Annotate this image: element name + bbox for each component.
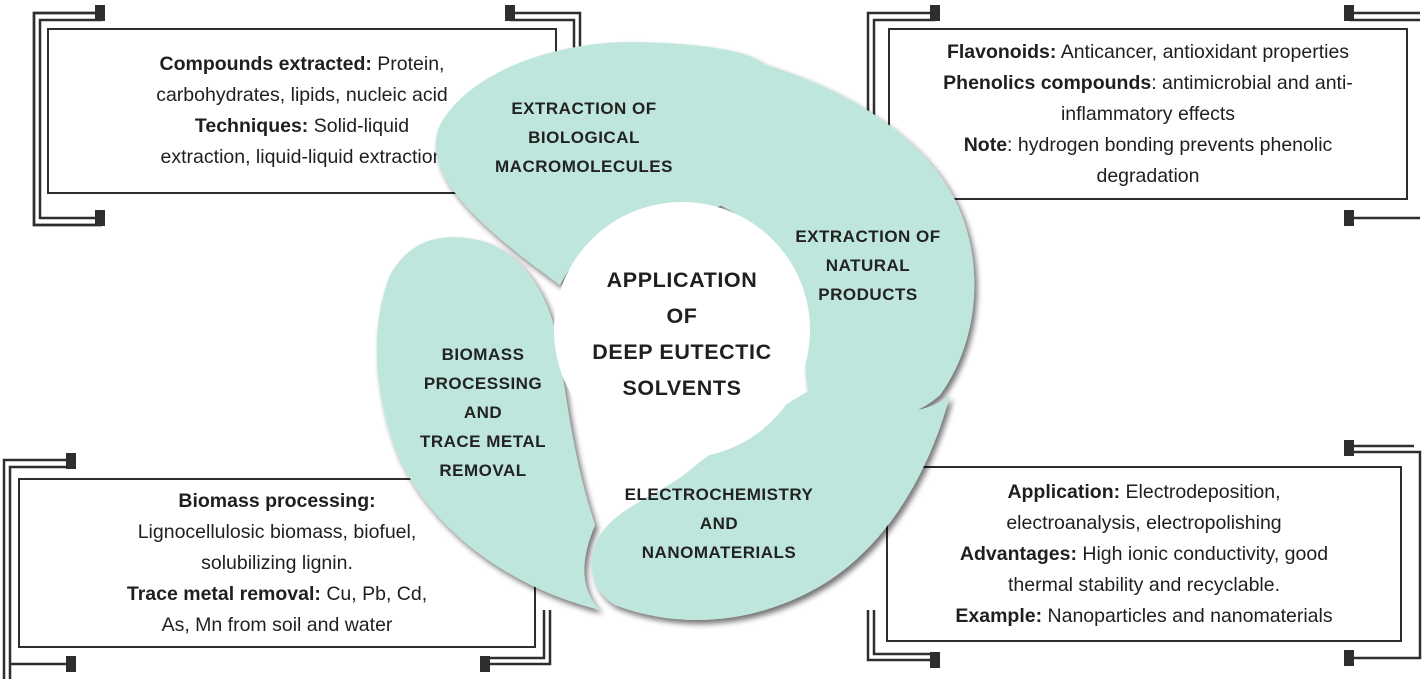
biomass-text: Lignocellulosic biomass, biofuel, <box>137 520 417 543</box>
advantages-text-cont: thermal stability and recyclable. <box>1007 573 1281 596</box>
petal-left <box>376 237 600 610</box>
phenolics-text: : antimicrobial and anti- <box>1151 71 1353 94</box>
application-text-cont: electroanalysis, electropolishing <box>1006 511 1282 534</box>
center-hub <box>554 202 810 458</box>
label-biomass-processing: BIOMASS PROCESSING AND TRACE METAL REMOV… <box>419 345 547 480</box>
box-electrochemistry: Application: Electrodeposition, electroa… <box>886 466 1402 642</box>
label-biological-macromolecules: EXTRACTION OF BIOLOGICAL MACROMOLECULES <box>495 99 673 176</box>
compounds-extracted-text: Protein, <box>371 53 445 75</box>
application-label: Application: <box>1007 480 1121 503</box>
center-title: APPLICATION OF DEEP EUTECTIC SOLVENTS <box>592 268 772 400</box>
compounds-extracted-label: Compounds extracted: <box>159 53 372 75</box>
techniques-text: Solid-liquid <box>308 115 410 137</box>
example-text: Nanoparticles and nanomaterials <box>1042 604 1333 627</box>
note-text: : hydrogen bonding prevents phenolic <box>1007 133 1333 156</box>
application-text: Electrodeposition, <box>1120 480 1281 503</box>
trace-metal-label: Trace metal removal: <box>126 582 321 605</box>
flavonoids-label: Flavonoids: <box>946 40 1057 63</box>
advantages-text: High ionic conductivity, good <box>1076 542 1329 565</box>
phenolics-text-cont: inflammatory effects <box>1060 102 1236 125</box>
biomass-processing-label: Biomass processing: <box>178 489 376 512</box>
petal-bottom <box>591 390 950 620</box>
biomass-text-cont: solubilizing lignin. <box>201 551 353 574</box>
note-label: Note <box>963 133 1008 156</box>
example-label: Example: <box>955 604 1043 627</box>
trace-metal-text-cont: As, Mn from soil and water <box>161 613 393 636</box>
label-electrochemistry: ELECTROCHEMISTRY AND NANOMATERIALS <box>624 485 814 562</box>
petal-top <box>435 41 775 285</box>
flavonoids-text: Anticancer, antioxidant properties <box>1056 40 1350 63</box>
petal-right <box>720 60 975 422</box>
techniques-list: extraction, liquid-liquid extraction <box>160 146 444 168</box>
techniques-label: Techniques: <box>194 115 309 137</box>
note-text-cont: degradation <box>1096 164 1200 187</box>
phenolics-label: Phenolics compounds <box>943 71 1152 94</box>
trace-metal-text: Cu, Pb, Cd, <box>320 582 428 605</box>
box-natural-products: Flavonoids: Anticancer, antioxidant prop… <box>888 28 1408 200</box>
advantages-label: Advantages: <box>959 542 1077 565</box>
compounds-list: carbohydrates, lipids, nucleic acid <box>156 84 448 106</box>
label-natural-products: EXTRACTION OF NATURAL PRODUCTS <box>795 227 941 304</box>
